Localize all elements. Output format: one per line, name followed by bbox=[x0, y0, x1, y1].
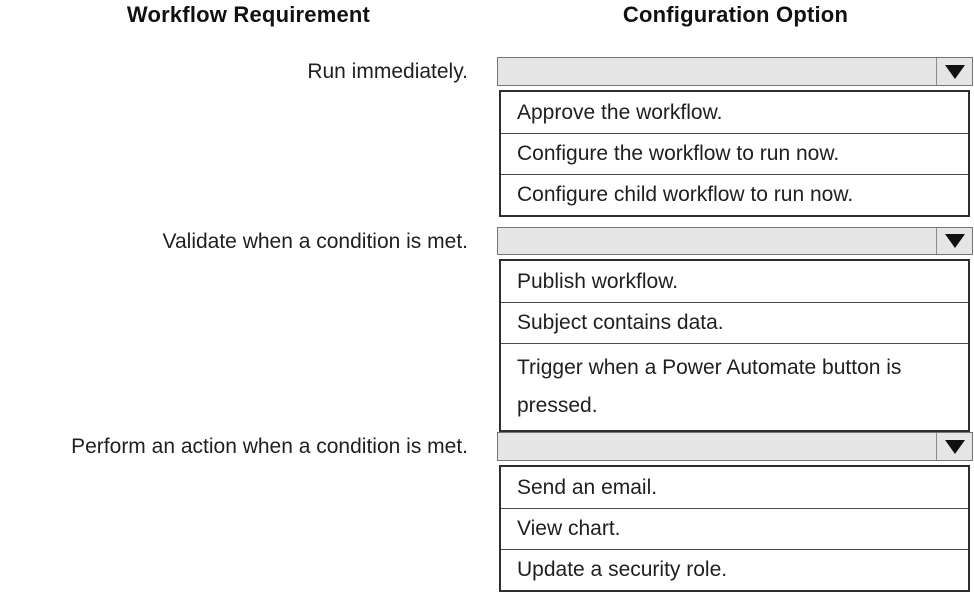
options-list-run-immediately: Approve the workflow. Configure the work… bbox=[499, 90, 970, 217]
dropdown-perform-action[interactable] bbox=[497, 432, 973, 461]
dropdown-selected-value bbox=[498, 58, 936, 85]
options-list-perform-action: Send an email. View chart. Update a secu… bbox=[499, 465, 970, 592]
dropdown-arrow-button[interactable] bbox=[936, 433, 972, 460]
dropdown-run-immediately[interactable] bbox=[497, 57, 973, 86]
dropdown-validate-condition[interactable] bbox=[497, 227, 973, 255]
dropdown-selected-value bbox=[498, 433, 936, 460]
option-item[interactable]: View chart. bbox=[501, 508, 968, 549]
dropdown-selected-value bbox=[498, 228, 936, 254]
option-item[interactable]: Configure the workflow to run now. bbox=[501, 133, 968, 174]
option-item[interactable]: Trigger when a Power Automate button is … bbox=[501, 343, 968, 430]
dropdown-arrow-button[interactable] bbox=[936, 58, 972, 85]
dropdown-arrow-icon bbox=[944, 64, 965, 79]
dropdown-arrow-icon bbox=[944, 439, 965, 454]
dropdown-arrow-icon bbox=[944, 234, 965, 248]
column-header-workflow-requirement: Workflow Requirement bbox=[126, 2, 371, 27]
option-item[interactable]: Subject contains data. bbox=[501, 302, 968, 343]
options-list-validate-condition: Publish workflow. Subject contains data.… bbox=[499, 259, 970, 432]
requirement-label-run-immediately: Run immediately. bbox=[307, 60, 468, 83]
dropdown-arrow-button[interactable] bbox=[936, 228, 972, 254]
option-item[interactable]: Approve the workflow. bbox=[501, 92, 968, 133]
option-item[interactable]: Configure child workflow to run now. bbox=[501, 174, 968, 215]
option-item[interactable]: Publish workflow. bbox=[501, 261, 968, 302]
column-header-configuration-option: Configuration Option bbox=[622, 2, 849, 27]
requirement-label-validate-condition: Validate when a condition is met. bbox=[162, 230, 468, 253]
option-item[interactable]: Update a security role. bbox=[501, 549, 968, 590]
option-item[interactable]: Send an email. bbox=[501, 467, 968, 508]
requirement-label-perform-action: Perform an action when a condition is me… bbox=[71, 435, 468, 458]
